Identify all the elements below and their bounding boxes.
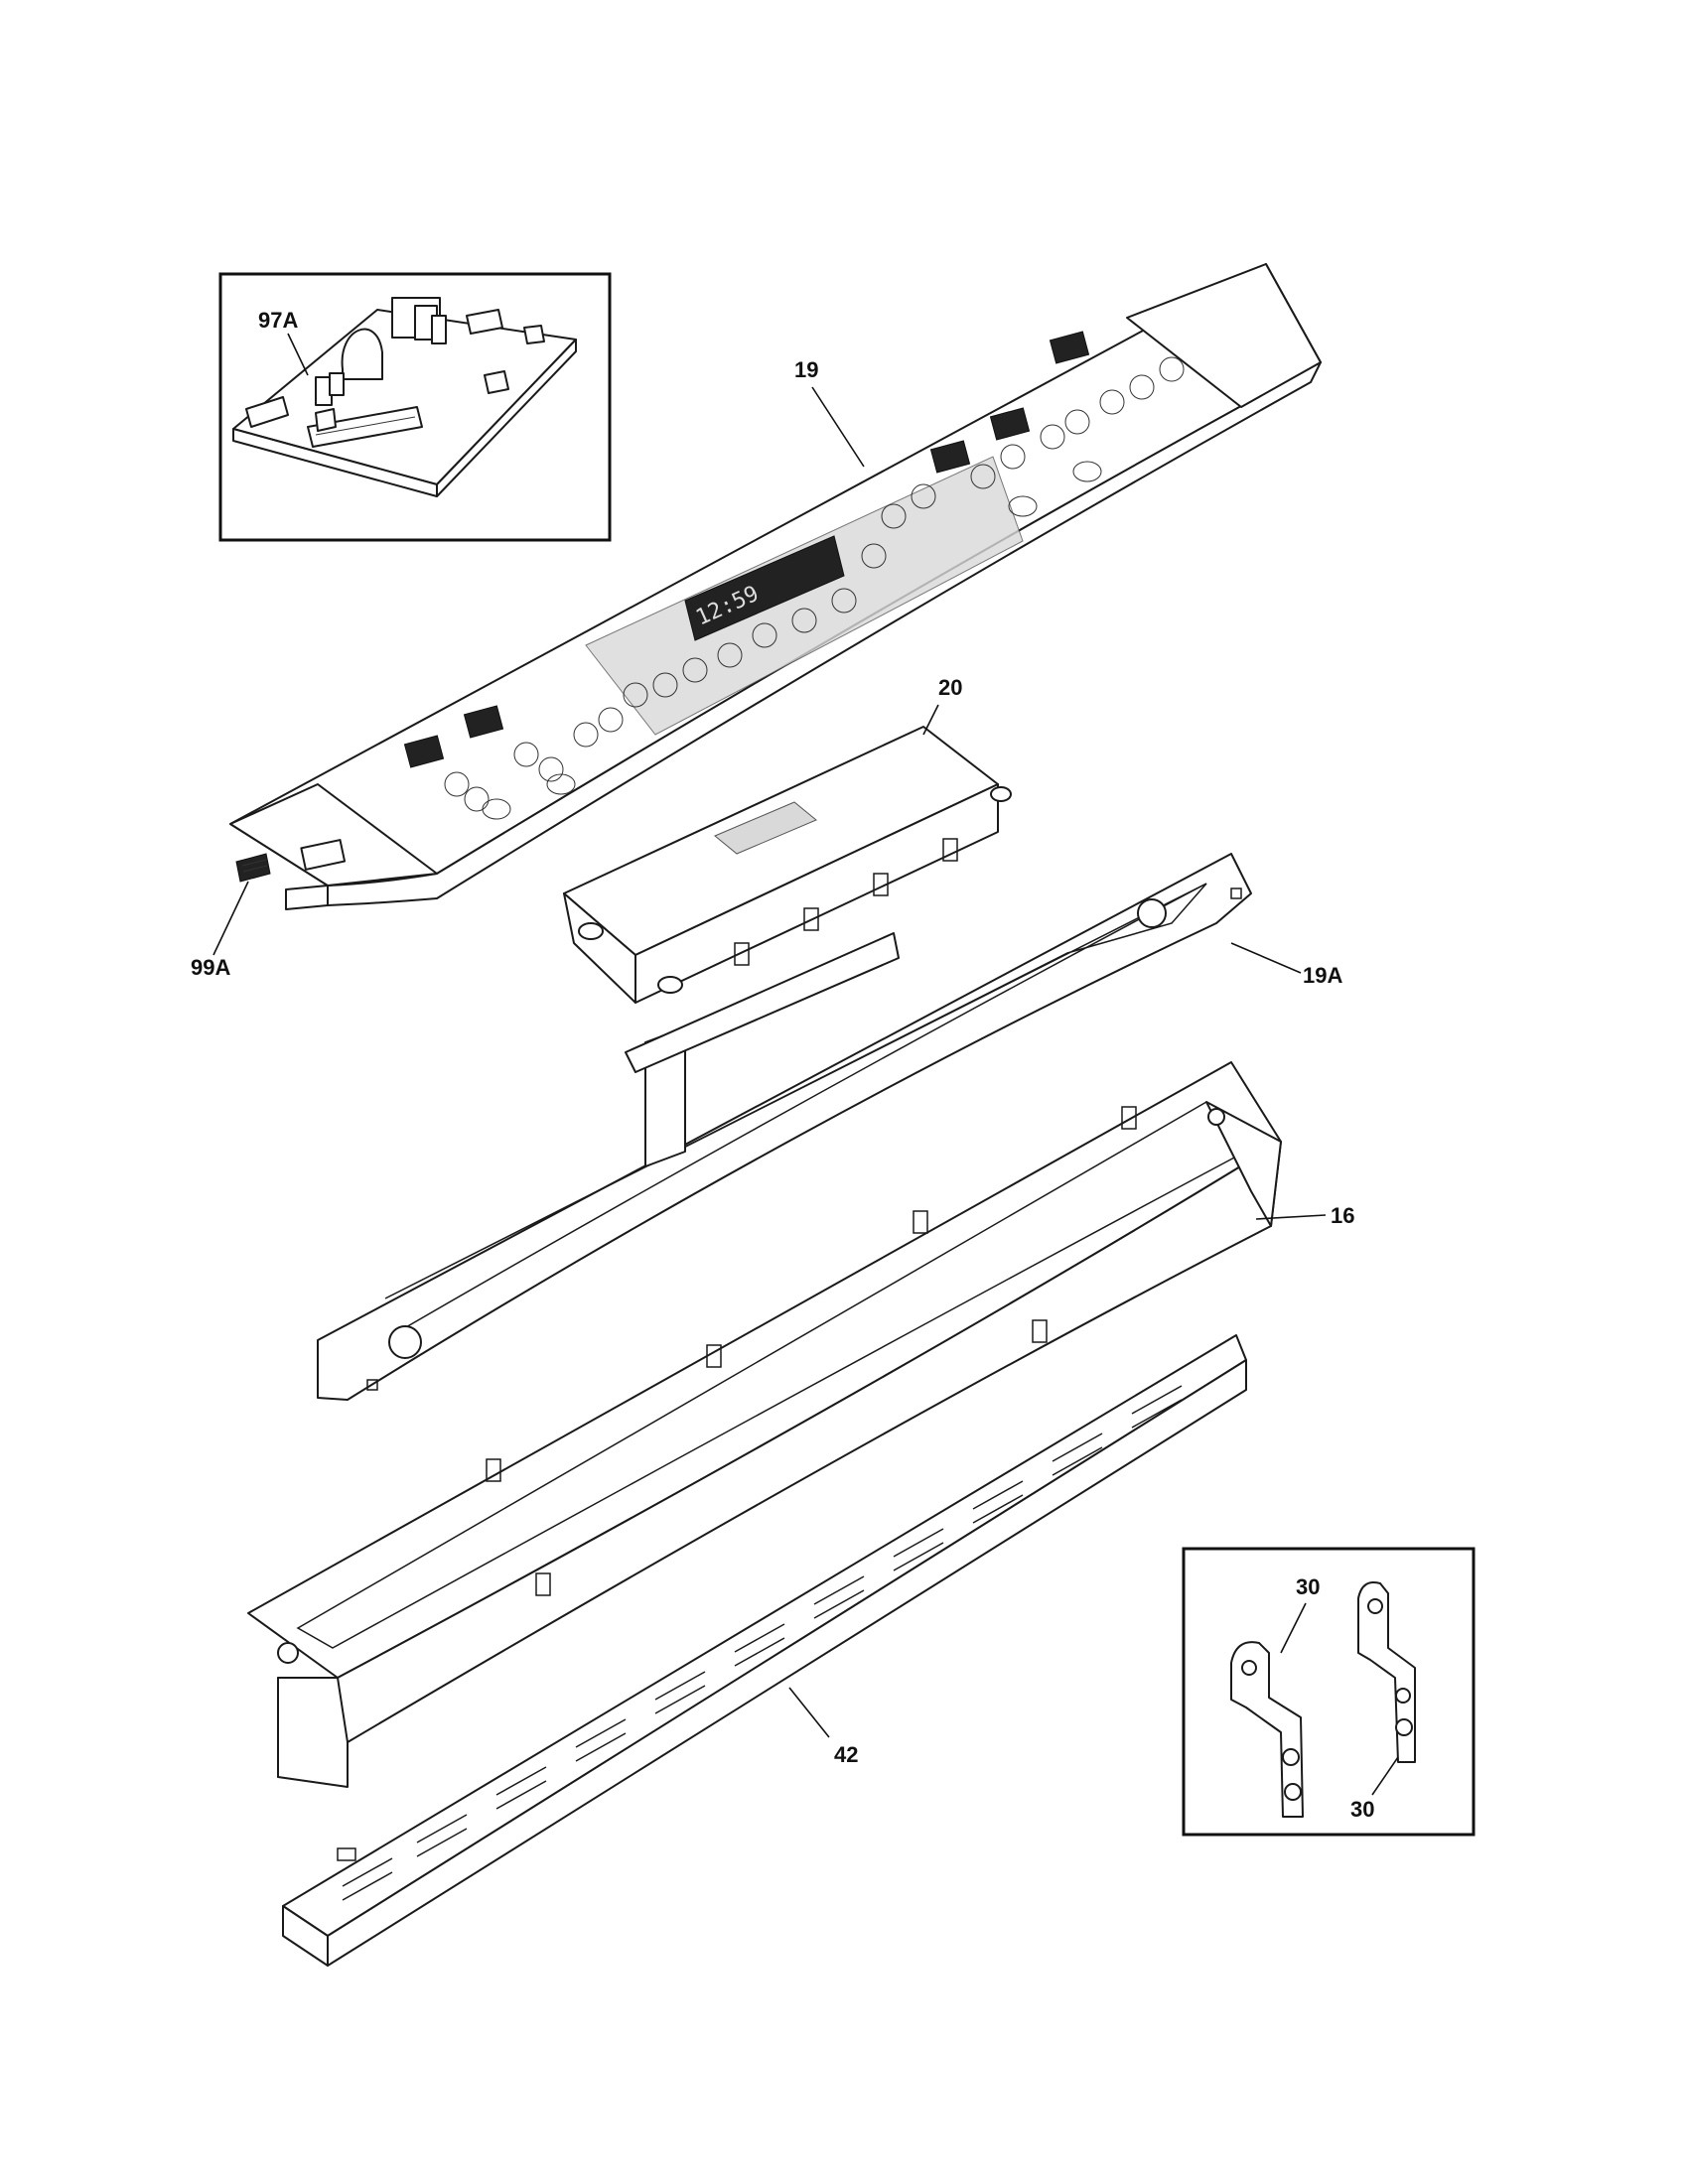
callout-16: 16 — [1331, 1203, 1354, 1228]
callout-19: 19 — [794, 357, 818, 382]
control-panel-overlay: 12:59 — [229, 263, 1322, 910]
callout-20: 20 — [938, 675, 962, 700]
callout-30-top: 30 — [1296, 1574, 1320, 1599]
control-panel-frame — [247, 1061, 1282, 1788]
vent-trim-panel — [282, 1334, 1247, 1967]
callout-30-bottom: 30 — [1350, 1797, 1374, 1822]
inset-box-mounting-brackets: 30 30 — [1182, 1547, 1476, 1837]
mounting-bracket-left — [1230, 1641, 1304, 1818]
electronic-control-board — [232, 297, 577, 497]
oven-control-module — [563, 726, 1012, 1004]
panel-support-bracket — [317, 853, 1252, 1401]
callout-42: 42 — [834, 1742, 858, 1767]
inset-box-control-board: 97A — [218, 272, 612, 542]
vent-slots — [342, 1385, 1183, 1901]
overlay-key-buttons — [444, 356, 1185, 820]
callout-97a: 97A — [258, 308, 298, 333]
callout-19a: 19A — [1303, 963, 1342, 988]
callout-99a: 99A — [191, 955, 230, 980]
ribbon-connector — [235, 853, 271, 883]
mounting-bracket-right — [1357, 1581, 1416, 1763]
overlay-textured-keypad-area — [585, 456, 1024, 736]
